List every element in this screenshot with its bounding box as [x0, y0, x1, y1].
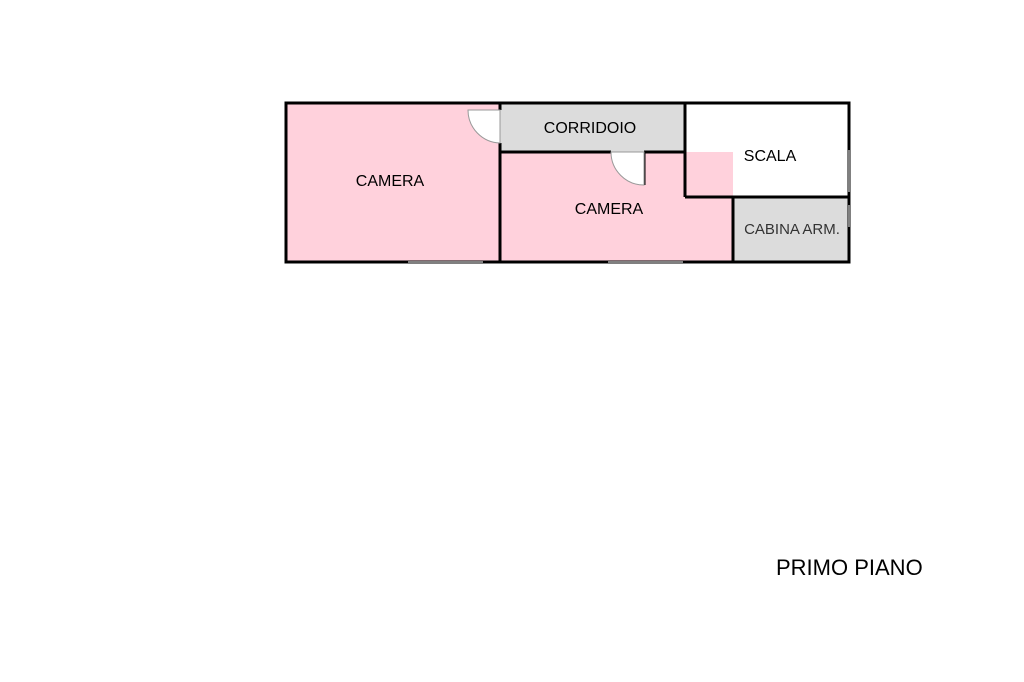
door-swing-camera-left [467, 109, 501, 144]
room-camera-center-notch [685, 152, 733, 197]
floor-label: PRIMO PIANO [776, 555, 923, 580]
room-label-camera-center: CAMERA [575, 201, 644, 218]
room-cabina-arm [733, 197, 849, 262]
room-camera-left [286, 103, 500, 262]
door-swing-camera-center [610, 151, 645, 186]
room-label-camera-left: CAMERA [356, 173, 425, 190]
room-label-corridoio: CORRIDOIO [544, 120, 636, 137]
room-label-scala: SCALA [744, 148, 797, 165]
room-corridoio [500, 103, 685, 152]
room-label-cabina-arm: CABINA ARM. [744, 221, 840, 238]
